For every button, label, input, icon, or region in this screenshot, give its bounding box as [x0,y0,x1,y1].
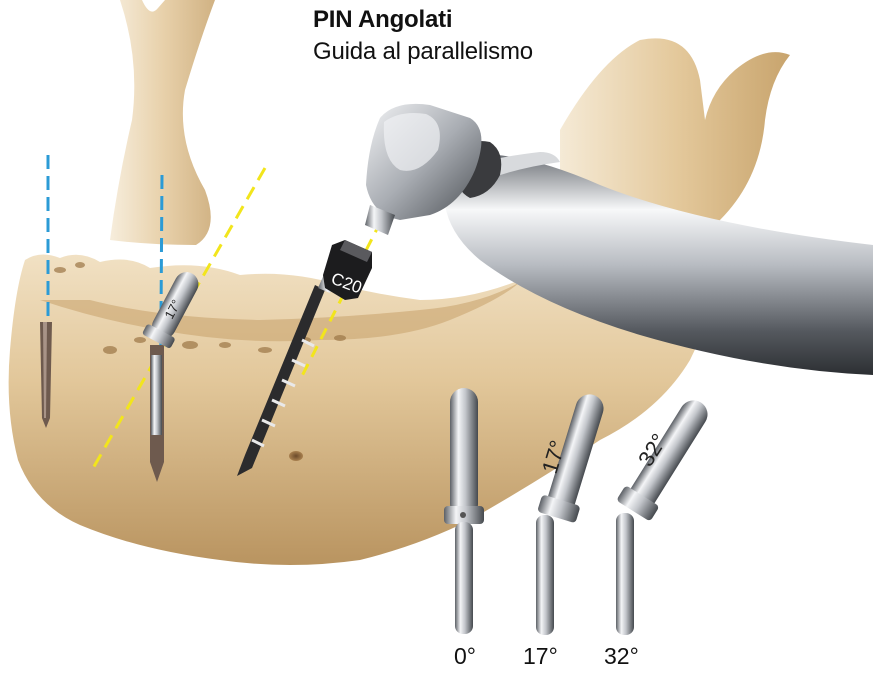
pin-label-0: 0° [454,643,476,670]
page-title: PIN Angolati [313,6,452,34]
mental-foramen [289,451,303,461]
pin-0-degree [444,388,484,634]
pin-label-17: 17° [523,643,558,670]
page-subtitle: Guida al parallelismo [313,38,533,66]
pin-32-degree: 32° [616,392,718,635]
pin-label-32: 32° [604,643,639,670]
